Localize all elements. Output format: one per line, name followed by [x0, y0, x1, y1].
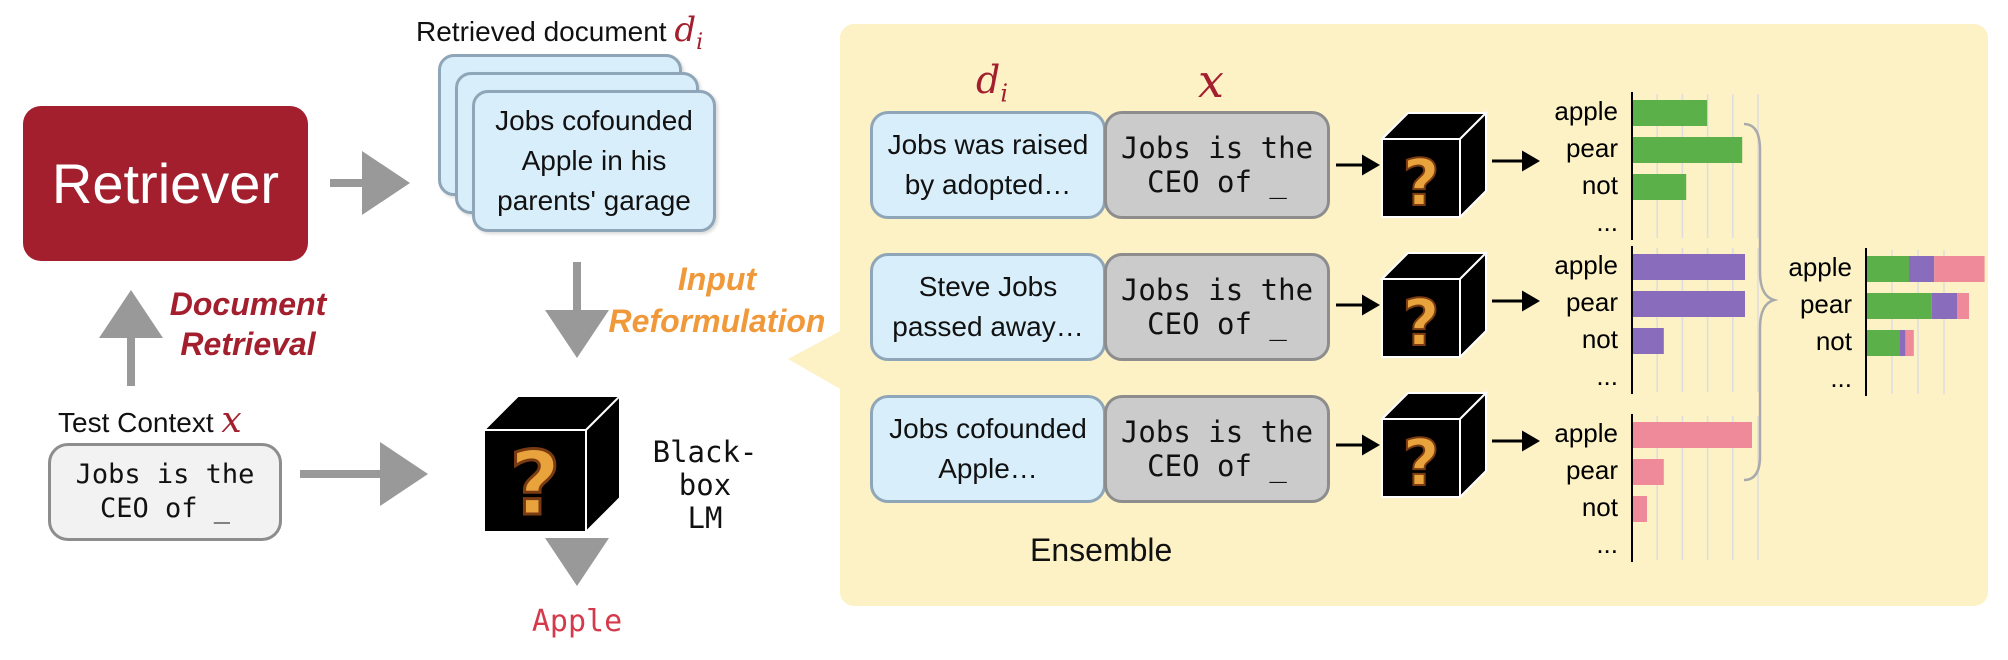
input-reformulation-line: Reformulation [608, 303, 826, 339]
ensemble-query-text: Jobs is the CEO of _ [1120, 273, 1314, 341]
token-label: not [1582, 492, 1619, 522]
document-retrieval-line: Retrieval [180, 326, 316, 362]
retriever-box: Retriever [23, 106, 308, 261]
stacked-probability-bar [1957, 293, 1969, 319]
retrieved-doc-var: di [674, 10, 703, 55]
black-box-lm-label: Black-box LM [630, 436, 780, 535]
ensemble-distribution-chart: apple pear not... [1788, 248, 1985, 396]
panel-pointer [788, 330, 842, 390]
token-label: apple [1554, 250, 1618, 280]
token-label: apple [1788, 252, 1852, 282]
lm-output: Apple [527, 604, 627, 639]
retrieved-doc-line: parents' garage [497, 185, 691, 216]
stacked-probability-bar [1867, 256, 1909, 282]
token-label: ... [1830, 363, 1852, 393]
black-box-lm-line: LM [687, 501, 723, 535]
row-distribution-chart: apple pear not... [1554, 92, 1759, 240]
ensemble-doc-line: passed away… [892, 311, 1084, 342]
retrieved-doc-caption: Retrieved document di [416, 10, 703, 55]
ensemble-doc-line: Jobs was raised [887, 129, 1089, 160]
ensemble-header-x: x [1198, 54, 1224, 108]
row-distribution-chart: apple pear not... [1554, 246, 1759, 394]
stacked-probability-bar [1931, 293, 1957, 319]
question-mark-icon: ? [1402, 427, 1439, 501]
probability-bar [1633, 100, 1708, 126]
black-box-lm-cube: ? [1379, 250, 1489, 362]
test-context-box: Jobs is the CEO of _ [48, 443, 282, 541]
retrieved-doc-var-subscript: i [696, 29, 704, 55]
retrieved-doc-var-letter: d [674, 10, 697, 50]
test-context-var: x [221, 400, 242, 441]
ensemble-doc-line: Jobs cofounded [889, 413, 1087, 444]
ensemble-doc-line: Apple… [938, 453, 1038, 484]
token-label: pear [1800, 289, 1852, 319]
lm-output-text: Apple [531, 604, 623, 639]
retrieved-doc-line: Jobs cofounded [495, 105, 693, 136]
test-context-caption: Test Context x [58, 400, 242, 441]
document-retrieval-line: Document [169, 286, 327, 322]
probability-bar [1633, 459, 1664, 485]
question-mark-icon: ? [1402, 287, 1439, 361]
token-label: apple [1554, 96, 1618, 126]
stacked-probability-bar [1909, 256, 1935, 282]
token-label: pear [1566, 133, 1618, 163]
ensemble-header-d-letter: d [976, 58, 1001, 102]
retrieved-document-card: Jobs cofounded Apple in his parents' gar… [472, 90, 716, 232]
ensemble-doc-input: Jobs was raised by adopted… [870, 111, 1106, 219]
retrieved-doc-line: Apple in his [521, 145, 667, 176]
test-context-caption-text: Test Context [58, 407, 214, 438]
token-label: pear [1566, 287, 1618, 317]
ensemble-curly-brace [1743, 122, 1779, 482]
probability-bar [1633, 328, 1664, 354]
ensemble-query-input: Jobs is the CEO of _ [1104, 111, 1330, 219]
probability-bar [1633, 254, 1745, 280]
ensemble-query-input: Jobs is the CEO of _ [1104, 395, 1330, 503]
black-box-lm-cube: ? [1379, 390, 1489, 502]
probability-bar [1633, 496, 1647, 522]
input-reformulation-label: Input Reformulation [592, 258, 842, 342]
retriever-label: Retriever [51, 152, 280, 215]
ensemble-header-d: di [976, 58, 1008, 108]
ensemble-query-text: Jobs is the CEO of _ [1120, 415, 1314, 483]
ensemble-doc-line: Steve Jobs [918, 271, 1058, 302]
probability-bar [1633, 137, 1743, 163]
retrieved-doc-caption-text: Retrieved document [416, 16, 667, 47]
token-label: ... [1596, 361, 1618, 391]
ensemble-query-input: Jobs is the CEO of _ [1104, 253, 1330, 361]
ensemble-title-text: Ensemble [1030, 532, 1173, 568]
input-reformulation-line: Input [677, 261, 757, 297]
token-label: ... [1596, 529, 1618, 559]
probability-bar [1633, 174, 1687, 200]
question-mark-icon: ? [1402, 147, 1439, 221]
stacked-probability-bar [1899, 330, 1906, 356]
token-label: not [1816, 326, 1853, 356]
probability-bar [1633, 422, 1752, 448]
black-box-lm-cube: ? [484, 396, 620, 532]
ensemble-header-d-subscript: i [1000, 79, 1009, 108]
token-label: ... [1596, 207, 1618, 237]
document-retrieval-label: Document Retrieval [148, 284, 348, 364]
stacked-probability-bar [1905, 330, 1914, 356]
token-label: not [1582, 324, 1619, 354]
stacked-probability-bar [1867, 293, 1932, 319]
ensemble-doc-line: by adopted… [904, 169, 1072, 200]
ensemble-header-x-letter: x [1198, 54, 1224, 108]
black-box-lm-line: Black-box [652, 435, 758, 502]
token-label: apple [1554, 418, 1618, 448]
test-context-code: Jobs is the CEO of _ [75, 459, 255, 524]
row-distribution-chart: apple pear not... [1554, 414, 1759, 562]
stacked-probability-bar [1934, 256, 1985, 282]
ensemble-title: Ensemble [1030, 532, 1172, 569]
question-mark-icon: ? [509, 432, 560, 532]
black-box-lm-cube: ? [1379, 110, 1489, 222]
ensemble-query-text: Jobs is the CEO of _ [1120, 131, 1314, 199]
stacked-probability-bar [1867, 330, 1900, 356]
token-label: not [1582, 170, 1619, 200]
token-label: pear [1566, 455, 1618, 485]
probability-bar [1633, 291, 1745, 317]
